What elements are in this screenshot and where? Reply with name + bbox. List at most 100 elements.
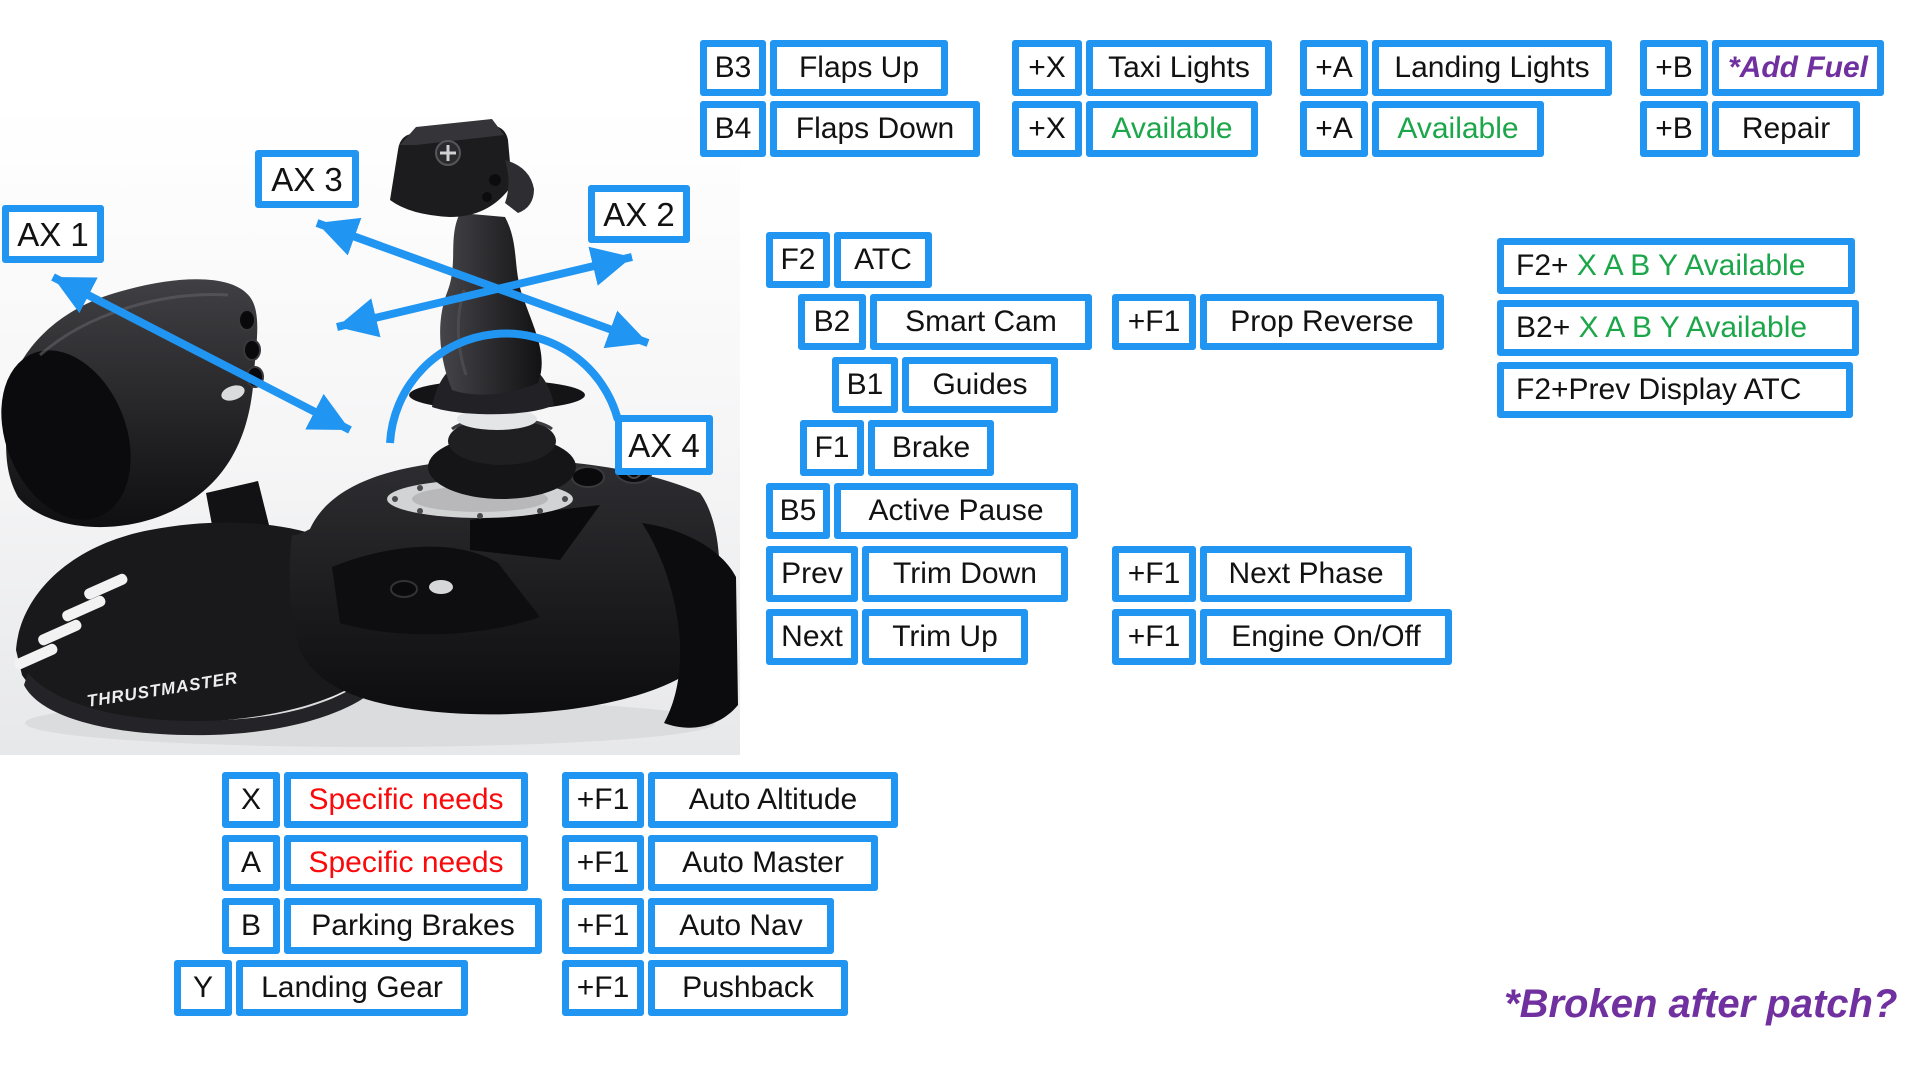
- key-plus-x-taxi: +X: [1012, 40, 1082, 96]
- action-auto-master: Auto Master: [648, 835, 878, 891]
- action-trim-up-text: Trim Up: [892, 620, 998, 653]
- key-b2-text: B2: [813, 305, 851, 338]
- key-plus-a-available: +A: [1300, 101, 1368, 157]
- key-f1: F1: [800, 420, 864, 476]
- action-available-x: Available: [1086, 101, 1258, 157]
- action-pushback: Pushback: [648, 960, 848, 1016]
- head-button: [489, 174, 501, 186]
- axis-label-ax1-text: AX 1: [17, 215, 89, 253]
- action-flaps-up: Flaps Up: [770, 40, 948, 96]
- key-y: Y: [174, 960, 232, 1016]
- action-landing-lights-text: Landing Lights: [1394, 51, 1590, 84]
- key-x-text: X: [240, 783, 261, 816]
- key-plus-x-available: +X: [1012, 101, 1082, 157]
- key-plus-x-taxi-text: +X: [1028, 51, 1066, 84]
- action-engine-on-off-text: Engine On/Off: [1231, 620, 1421, 653]
- action-flaps-down: Flaps Down: [770, 101, 980, 157]
- hat-switch: [435, 140, 461, 166]
- axis-label-ax3-text: AX 3: [271, 160, 343, 198]
- key-b2: B2: [798, 294, 866, 350]
- key-plus-b-fuel: +B: [1640, 40, 1708, 96]
- axis-label-ax4-text: AX 4: [628, 426, 700, 464]
- action-auto-master-text: Auto Master: [682, 846, 844, 879]
- key-plus-f1-altitude-text: +F1: [576, 783, 630, 816]
- axis-label-ax4: AX 4: [615, 415, 713, 475]
- axis-label-ax3: AX 3: [255, 150, 359, 208]
- key-prev: Prev: [766, 546, 858, 602]
- action-prop-reverse: Prop Reverse: [1200, 294, 1444, 350]
- key-b1-text: B1: [846, 368, 884, 401]
- action-guides-text: Guides: [932, 368, 1028, 401]
- action-pushback-text: Pushback: [682, 971, 814, 1004]
- key-plus-a-available-text: +A: [1315, 112, 1353, 145]
- action-landing-gear: Landing Gear: [236, 960, 468, 1016]
- action-repair-text: Repair: [1741, 112, 1831, 145]
- key-a: A: [222, 835, 280, 891]
- trigger-paddle: [505, 160, 534, 213]
- key-b-text: B: [240, 909, 261, 942]
- action-atc: ATC: [834, 232, 932, 288]
- action-active-pause: Active Pause: [834, 483, 1078, 539]
- key-plus-f1-engine-text: +F1: [1127, 620, 1181, 653]
- action-parking-brakes: Parking Brakes: [284, 898, 542, 954]
- key-a-text: A: [240, 846, 261, 879]
- axis-label-ax2-text: AX 2: [603, 195, 675, 233]
- combo-f2-xaby: F2+ X A B Y Available: [1497, 238, 1855, 294]
- action-auto-nav: Auto Nav: [648, 898, 834, 954]
- combo-b2-xaby: B2+ X A B Y Available: [1497, 300, 1859, 356]
- key-plus-f1-engine: +F1: [1112, 609, 1196, 665]
- action-parking-brakes-text: Parking Brakes: [311, 909, 515, 942]
- key-plus-a-landing-text: +A: [1315, 51, 1353, 84]
- key-plus-b-fuel-text: +B: [1655, 51, 1693, 84]
- key-next-text: Next: [781, 620, 843, 653]
- action-auto-altitude: Auto Altitude: [648, 772, 898, 828]
- action-taxi-lights: Taxi Lights: [1086, 40, 1272, 96]
- action-add-fuel: *Add Fuel: [1712, 40, 1884, 96]
- key-plus-f1-master-text: +F1: [576, 846, 630, 879]
- key-b4-text: B4: [714, 112, 752, 145]
- key-plus-f1-pushback: +F1: [562, 960, 644, 1016]
- action-smart-cam-text: Smart Cam: [905, 305, 1057, 338]
- base-stripes: [14, 573, 128, 670]
- action-specific-needs-a-text: Specific needs: [308, 846, 504, 879]
- action-available-x-text: Available: [1111, 112, 1233, 145]
- head-button-2: [482, 192, 492, 202]
- action-available-a: Available: [1372, 101, 1544, 157]
- combo-b2-xaby-text: X A B Y Available: [1578, 311, 1808, 344]
- key-plus-f1-master: +F1: [562, 835, 644, 891]
- combo-f2-prev-display-atc-text: F2+Prev Display ATC: [1516, 373, 1802, 406]
- key-plus-a-landing: +A: [1300, 40, 1368, 96]
- key-b1: B1: [832, 357, 898, 413]
- action-brake-text: Brake: [891, 431, 971, 464]
- action-add-fuel-text: *Add Fuel: [1728, 51, 1868, 84]
- action-brake: Brake: [868, 420, 994, 476]
- footnote-text: *Broken after patch?: [1504, 982, 1898, 1026]
- action-landing-gear-text: Landing Gear: [261, 971, 443, 1004]
- action-active-pause-text: Active Pause: [868, 494, 1044, 527]
- key-plus-b-repair: +B: [1640, 101, 1708, 157]
- axis-label-ax2: AX 2: [588, 185, 690, 243]
- combo-f2-prev-display-atc: F2+Prev Display ATC: [1497, 362, 1853, 418]
- action-trim-down-text: Trim Down: [893, 557, 1037, 590]
- action-guides: Guides: [902, 357, 1058, 413]
- action-specific-needs-x: Specific needs: [284, 772, 528, 828]
- axis-label-ax1: AX 1: [2, 205, 104, 263]
- key-f2-text: F2: [780, 243, 816, 276]
- key-b5-text: B5: [779, 494, 817, 527]
- key-b4: B4: [700, 101, 766, 157]
- action-auto-nav-text: Auto Nav: [679, 909, 803, 942]
- action-landing-lights: Landing Lights: [1372, 40, 1612, 96]
- key-plus-f1-pushback-text: +F1: [576, 971, 630, 1004]
- key-plus-f1-altitude: +F1: [562, 772, 644, 828]
- key-plus-f1-next-phase: +F1: [1112, 546, 1196, 602]
- key-plus-f1-nav: +F1: [562, 898, 644, 954]
- action-smart-cam: Smart Cam: [870, 294, 1092, 350]
- key-y-text: Y: [192, 971, 213, 1004]
- action-prop-reverse-text: Prop Reverse: [1230, 305, 1414, 338]
- key-b: B: [222, 898, 280, 954]
- key-b3: B3: [700, 40, 766, 96]
- key-plus-x-available-text: +X: [1028, 112, 1066, 145]
- action-trim-up: Trim Up: [862, 609, 1028, 665]
- action-atc-text: ATC: [854, 243, 912, 276]
- action-taxi-lights-text: Taxi Lights: [1108, 51, 1250, 84]
